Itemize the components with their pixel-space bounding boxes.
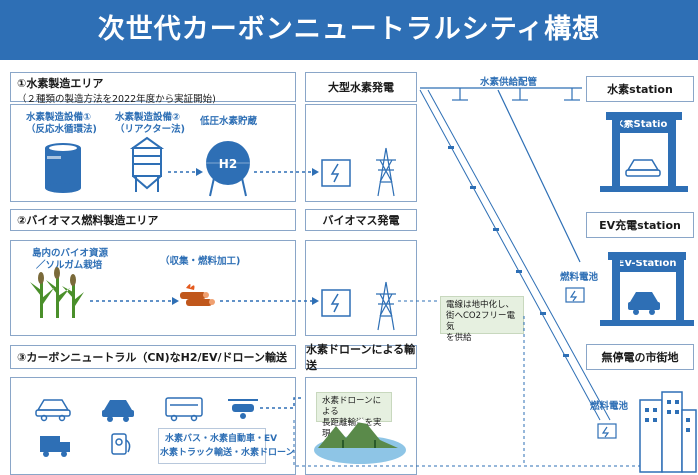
h2-storage-icon bbox=[206, 141, 250, 197]
power-pylon-icon bbox=[376, 147, 396, 197]
hydrogen-station-icon bbox=[600, 112, 688, 192]
arrow-head bbox=[196, 168, 203, 176]
hydrogen-station-header: 水素station bbox=[586, 76, 694, 102]
arrow-head bbox=[172, 297, 179, 305]
pipeline-label: 水素供給配管 bbox=[480, 77, 538, 88]
fuel-cell-icon bbox=[597, 423, 617, 439]
truck-icon bbox=[40, 436, 70, 457]
bus-icon bbox=[165, 397, 203, 422]
ev-station-header: EV充電station bbox=[586, 212, 694, 238]
section1-subheading: （２種類の製造方法を2022年度から実証開始) bbox=[17, 94, 216, 105]
water-tank-icon bbox=[45, 143, 81, 193]
reactor-silo-icon bbox=[129, 136, 165, 192]
drone-transport-label: 水素ドローンによる輸送 bbox=[306, 343, 416, 372]
section3-header: ③カーボンニュートラル（CN)なH2/EV/ドローン輸送 bbox=[10, 345, 296, 369]
grid-note: 電線は地中化し、 街へCO2フリー電気 を供給 bbox=[440, 296, 524, 343]
grid-note-line2: 街へCO2フリー電気 bbox=[446, 311, 516, 332]
ev-car-icon bbox=[102, 400, 134, 422]
fuel-cell-label-2: 燃料電池 bbox=[590, 401, 629, 412]
equip1-label: 水素製造設備① bbox=[26, 112, 92, 123]
section2-header: ②バイオマス燃料製造エリア bbox=[10, 209, 296, 231]
section3-heading: ③カーボンニュートラル（CN)なH2/EV/ドローン輸送 bbox=[17, 351, 287, 364]
biomass-plant-label: バイオマス発電 bbox=[322, 214, 400, 227]
bio-process-label: （収集・燃料加工) bbox=[160, 256, 241, 267]
sorghum-icon bbox=[30, 267, 84, 318]
city-header: 無停電の市街地 bbox=[586, 344, 694, 370]
hydrogen-station-sign: 水素Station bbox=[612, 117, 676, 133]
section1-heading: ①水素製造エリア bbox=[17, 77, 104, 90]
drone-transport-header: 水素ドローンによる輸送 bbox=[305, 343, 417, 372]
hydrogen-station-label: 水素station bbox=[607, 83, 673, 96]
charger-icon bbox=[111, 433, 131, 455]
grid-route bbox=[523, 316, 640, 467]
hydrogen-car-icon bbox=[35, 399, 71, 422]
fuel-cell-label-1: 燃料電池 bbox=[560, 272, 599, 283]
generator-icon bbox=[321, 289, 351, 317]
hydrogen-car-icon bbox=[625, 159, 661, 177]
island-icon bbox=[314, 418, 406, 464]
hydrogen-plant-header: 大型水素発電 bbox=[305, 72, 417, 102]
h2-text: H2 bbox=[219, 157, 237, 171]
storage-label: 低圧水素貯蔵 bbox=[200, 116, 258, 127]
grid-note-line3: を供給 bbox=[446, 333, 472, 343]
equip2-label: 水素製造設備② bbox=[115, 112, 181, 123]
grid-note-line1: 電線は地中化し、 bbox=[446, 300, 515, 310]
hydrogen-pipeline bbox=[420, 87, 582, 263]
ev-station-label: EV充電station bbox=[599, 219, 681, 232]
arrow-head bbox=[312, 168, 319, 176]
ev-car-icon bbox=[628, 292, 660, 315]
hydrogen-plant-label: 大型水素発電 bbox=[328, 81, 394, 94]
bio-resource-label: 島内のバイオ資源 bbox=[32, 248, 109, 259]
vehicles-caption-line1: 水素バス・水素自動車・EV bbox=[165, 434, 278, 444]
biomass-plant-box bbox=[305, 240, 417, 336]
drone-note-line1: 水素ドローンによる bbox=[322, 396, 382, 417]
power-pylon-icon bbox=[376, 281, 396, 331]
drone-icon bbox=[228, 399, 258, 419]
fuel-cell-icon bbox=[565, 287, 585, 303]
vehicles-caption-box bbox=[158, 428, 266, 464]
ev-station-icon bbox=[600, 252, 694, 326]
section2-heading: ②バイオマス燃料製造エリア bbox=[17, 214, 159, 227]
equip2-sublabel: （リアクター法) bbox=[115, 124, 185, 135]
section1-header: ①水素製造エリア （２種類の製造方法を2022年度から実証開始) bbox=[10, 72, 296, 105]
arrow-head bbox=[312, 297, 319, 305]
page-title: 次世代カーボンニュートラルシティ構想 bbox=[97, 14, 601, 45]
wood-logs-icon bbox=[180, 284, 215, 306]
biomass-plant-header: バイオマス発電 bbox=[305, 209, 417, 231]
title-banner: 次世代カーボンニュートラルシティ構想 bbox=[0, 0, 698, 60]
bio-resource-sublabel: ／ソルガム栽培 bbox=[36, 260, 103, 271]
vehicles-caption-line2: 水素トラック輸送・水素ドローン bbox=[160, 448, 295, 458]
drone-note: 水素ドローンによる 長距離輸送を実現 bbox=[316, 392, 392, 439]
city-windows bbox=[645, 400, 690, 432]
generator-icon bbox=[321, 159, 351, 187]
equip1-sublabel: （反応水循環法) bbox=[26, 124, 97, 135]
power-lines bbox=[419, 89, 611, 421]
city-label: 無停電の市街地 bbox=[601, 351, 679, 364]
line-markers bbox=[448, 146, 569, 357]
drone-note-line2: 長距離輸送を実現 bbox=[322, 418, 382, 439]
drone-to-city-route bbox=[293, 420, 526, 467]
drone-route bbox=[260, 397, 302, 409]
